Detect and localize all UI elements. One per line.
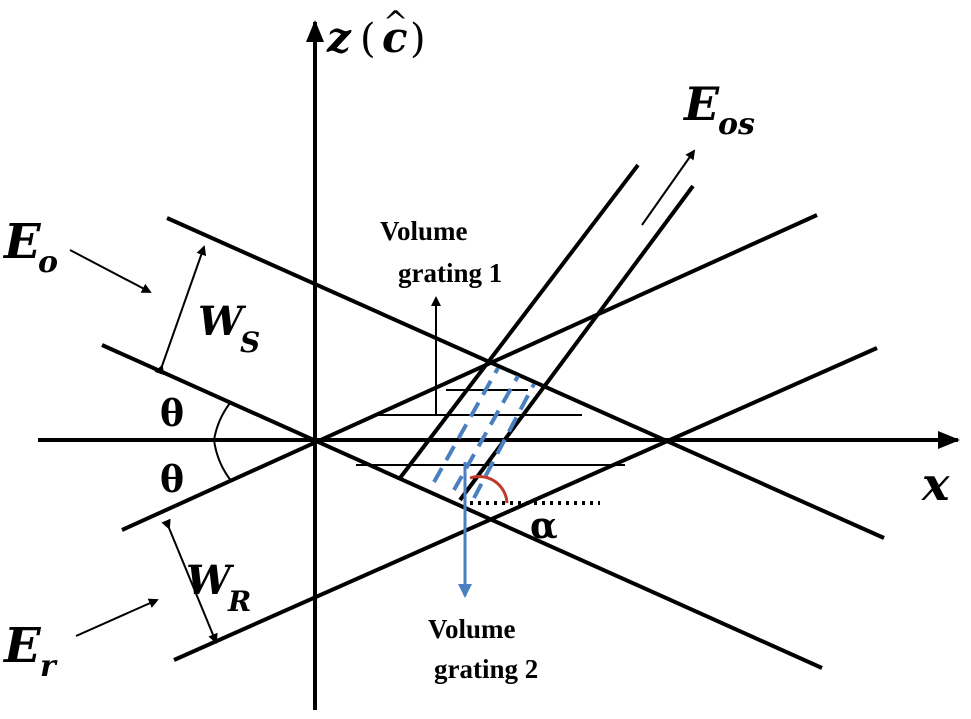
z-axis-hat-mark: ^ [383,5,408,40]
eo-incoming-arrow [69,249,152,293]
grating2-label-line1: Volume [428,614,516,644]
eos-label-subscript: os [718,107,755,142]
reference-beam-upper-edge [121,213,818,532]
z-axis-hat-c: c [382,13,408,62]
ws-width-arrow [154,245,207,376]
alpha-label: α [530,505,558,547]
diffracted-beam-right-edge [458,184,695,502]
theta-arc-upper [213,402,231,441]
ws-label: W [198,298,247,345]
er-incoming-arrow [75,598,159,637]
object-beam-upper-edge [166,216,885,540]
z-axis-label: z [326,13,352,62]
grating1-label-line2: grating 1 [398,258,502,288]
grating2-label-line2: grating 2 [434,654,538,684]
tilted-grating-dashed [472,383,536,499]
theta-upper-label: θ [160,393,184,435]
er-label: E [2,618,42,674]
grating1-label-line1: Volume [380,216,468,246]
eos-label: E [682,77,720,131]
er-label-subscript: r [40,649,58,684]
wr-label-subscript: R [227,585,251,618]
object-beam-lower-edge [101,343,823,670]
theta-arc-lower [213,439,233,483]
wr-label: W [186,557,235,604]
tilted-grating-dashed [452,375,520,491]
z-axis-paren-close: ) [410,16,426,62]
theta-lower-label: θ [160,459,184,501]
diffracted-beam-left-edge [398,163,640,480]
alpha-arc [469,475,509,504]
wr-width-arrow [161,518,218,644]
eos-outgoing-arrow [641,149,696,226]
eo-label: E [2,214,42,270]
eo-label-subscript: o [38,245,58,280]
tilted-grating-dashed [432,367,500,483]
ws-label-subscript: S [240,326,260,359]
reference-beam-lower-edge [173,346,878,662]
z-axis-paren-open: ( [360,16,376,62]
x-axis-label: x [921,457,950,511]
